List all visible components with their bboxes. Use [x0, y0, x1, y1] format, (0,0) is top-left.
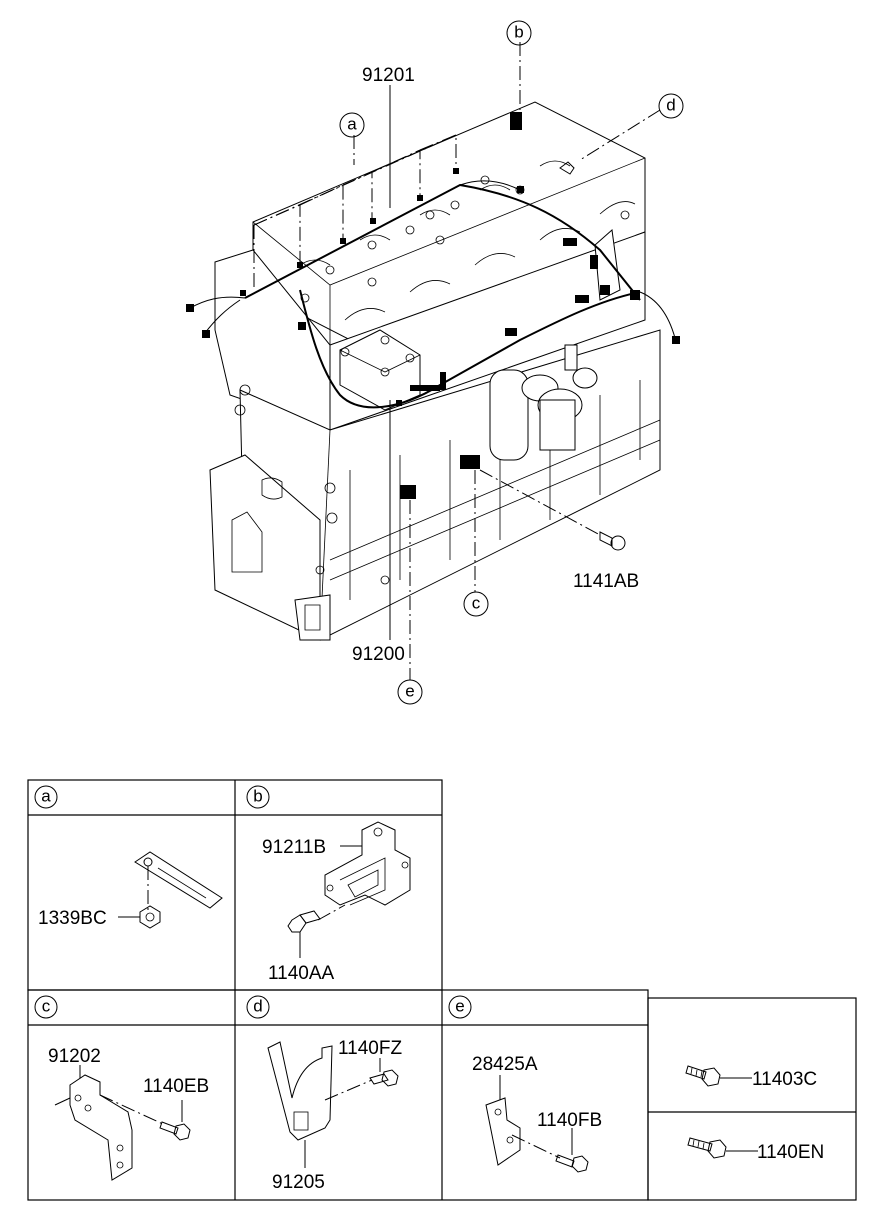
- label-1140FZ[interactable]: 1140FZ: [338, 1038, 402, 1059]
- label-1140EN[interactable]: 1140EN: [757, 1142, 824, 1163]
- label-28425A[interactable]: 28425A: [472, 1054, 538, 1075]
- callout-b[interactable]: b: [506, 20, 532, 46]
- panel-d-header: d: [246, 995, 270, 1019]
- panel-extra-bolt-bottom-drawing: [687, 1137, 758, 1159]
- detail-panels: [27, 779, 857, 1201]
- panel-b-header: b: [246, 785, 270, 809]
- label-91211B[interactable]: 91211B: [262, 837, 326, 858]
- panel-d-bracket-drawing: [267, 1041, 399, 1168]
- label-11403C[interactable]: 11403C: [752, 1069, 817, 1090]
- callout-c-text: c: [472, 594, 481, 613]
- label-bolt-right[interactable]: 1141AB: [573, 571, 639, 592]
- panel-c-bracket-drawing: [54, 1065, 191, 1181]
- panel-a-header: a: [34, 785, 58, 809]
- wiring-harness-routing: [186, 112, 680, 551]
- callout-d[interactable]: d: [658, 93, 684, 119]
- panel-b-bracket-drawing: [287, 821, 411, 958]
- panel-d-header-text: d: [253, 997, 262, 1016]
- callout-d-text: d: [666, 96, 675, 115]
- panel-b-header-text: b: [253, 787, 262, 806]
- callout-e[interactable]: e: [397, 679, 423, 705]
- panel-c-header-text: c: [42, 997, 51, 1016]
- panel-a-strap-drawing: [118, 851, 223, 929]
- engine-illustration: [209, 101, 661, 641]
- leader-lines: [253, 42, 661, 680]
- panel-e-header-text: e: [455, 997, 464, 1016]
- label-1140FB[interactable]: 1140FB: [537, 1110, 602, 1131]
- label-1339BC[interactable]: 1339BC: [38, 908, 107, 929]
- panel-e-header: e: [448, 995, 472, 1019]
- label-harness-top[interactable]: 91201: [362, 65, 415, 86]
- label-91202[interactable]: 91202: [48, 1046, 101, 1067]
- panel-c-header: c: [34, 995, 58, 1019]
- panel-extra-bolt-top-drawing: [685, 1065, 752, 1087]
- callout-e-text: e: [405, 682, 414, 701]
- callout-a-text: a: [347, 115, 357, 134]
- panel-e-bracket-drawing: [485, 1075, 589, 1173]
- label-1140EB[interactable]: 1140EB: [143, 1076, 209, 1097]
- callout-c[interactable]: c: [463, 591, 489, 617]
- callout-a[interactable]: a: [339, 112, 365, 138]
- panel-a-header-text: a: [41, 787, 51, 806]
- callout-b-text: b: [514, 23, 523, 42]
- label-91205[interactable]: 91205: [272, 1172, 325, 1193]
- label-1140AA[interactable]: 1140AA: [268, 963, 335, 984]
- label-harness-main[interactable]: 91200: [352, 644, 405, 665]
